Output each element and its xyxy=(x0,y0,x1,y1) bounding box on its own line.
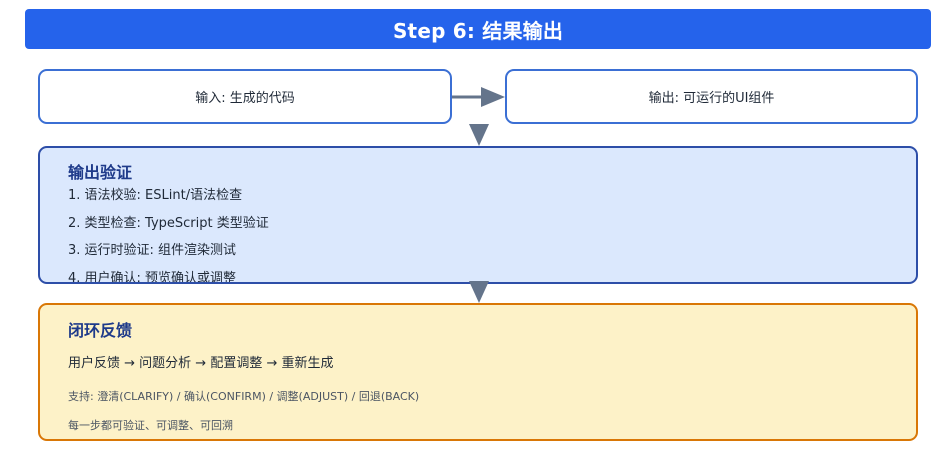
output-box: 输出: 可运行的UI组件 xyxy=(505,69,918,124)
feedback-box: 闭环反馈 用户反馈 → 问题分析 → 配置调整 → 重新生成 支持: 澄清(CL… xyxy=(38,303,918,441)
verify-item-syntax: 1. 语法校验: ESLint/语法检查 xyxy=(68,188,243,203)
input-box: 输入: 生成的代码 xyxy=(38,69,452,124)
verify-item-runtime: 3. 运行时验证: 组件渲染测试 xyxy=(68,243,237,258)
verify-item-type: 2. 类型检查: TypeScript 类型验证 xyxy=(68,215,269,231)
feedback-support: 支持: 澄清(CLARIFY) / 确认(CONFIRM) / 调整(ADJUS… xyxy=(68,390,420,403)
arrow-input-to-output xyxy=(452,87,505,107)
feedback-note: 每一步都可验证、可调整、可回溯 xyxy=(68,419,233,432)
input-label: 输入: 生成的代码 xyxy=(195,91,295,106)
arrow-verify-to-feedback xyxy=(469,281,489,303)
verify-title: 输出验证 xyxy=(68,163,133,182)
feedback-flow: 用户反馈 → 问题分析 → 配置调整 → 重新生成 xyxy=(68,356,334,371)
output-label: 输出: 可运行的UI组件 xyxy=(648,91,775,106)
step-header: Step 6: 结果输出 xyxy=(25,9,931,49)
arrow-to-verify xyxy=(469,124,489,146)
verify-list: 1. 语法校验: ESLint/语法检查 2. 类型检查: TypeScript… xyxy=(68,186,269,284)
step-title: Step 6: 结果输出 xyxy=(392,18,564,43)
verify-box: 输出验证 1. 语法校验: ESLint/语法检查 2. 类型检查: TypeS… xyxy=(38,146,918,284)
feedback-title: 闭环反馈 xyxy=(68,321,133,340)
verify-item-user: 4. 用户确认: 预览确认或调整 xyxy=(68,270,237,284)
